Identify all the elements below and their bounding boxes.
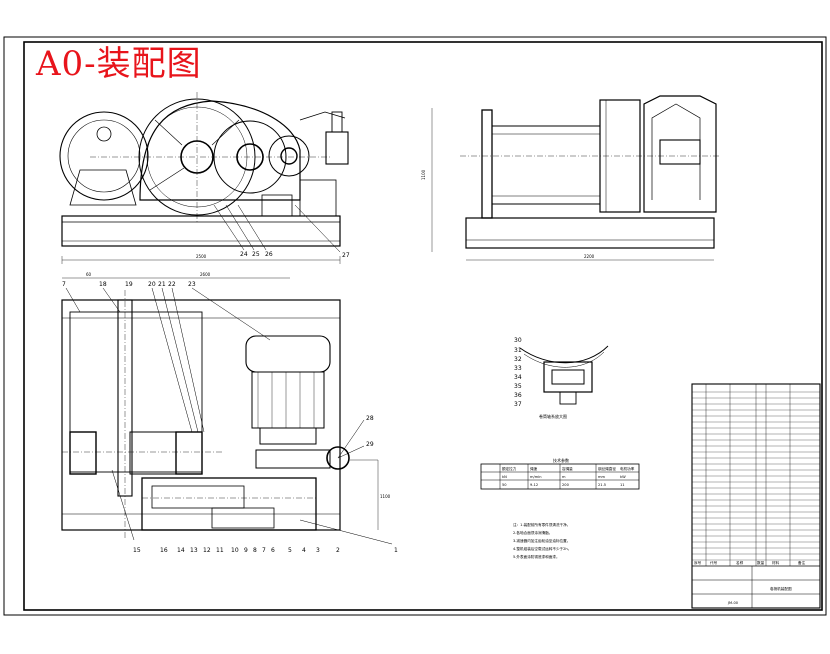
balloon-detail-35: 35 <box>514 383 522 390</box>
tb-col-material: 材料 <box>772 560 780 565</box>
spec-header-2: 容绳量 <box>562 466 573 471</box>
dim-side-width: 2200 <box>584 254 595 259</box>
tb-col-qty: 数量 <box>757 560 765 565</box>
balloon-plan-23: 23 <box>188 281 196 288</box>
spec-header-4: 电机功率 <box>620 466 635 471</box>
balloon-plan-18: 18 <box>99 281 107 288</box>
balloon-plan-7b: 7 <box>262 547 266 554</box>
spec-header-1: 绳速 <box>530 466 538 471</box>
balloon-detail-36: 36 <box>514 392 522 399</box>
balloon-plan-8: 8 <box>253 547 257 554</box>
dim-side-height: 1100 <box>421 169 426 180</box>
note-line-1: 2.各啮合面须涂润滑脂。 <box>513 530 552 535</box>
balloon-detail-37: 37 <box>514 401 522 408</box>
balloon-plan-13: 13 <box>190 547 198 554</box>
note-line-0: 注：1.装配前所有零件须清洗干净。 <box>513 522 570 527</box>
spec-value-3: 21.5 <box>598 483 606 487</box>
tb-col-seq: 序号 <box>694 560 702 565</box>
front-view: 24 25 26 27 2500 <box>59 92 350 264</box>
spec-table: 技术参数 额定拉力 绳速 容绳量 钢丝绳直径 电机功率 kN m/min m m… <box>480 457 640 490</box>
balloon-plan-16: 16 <box>160 547 168 554</box>
balloon-plan-20: 20 <box>148 281 156 288</box>
dim-plan-left: 60 <box>86 272 92 277</box>
plan-view: 60 2600 1100 7 18 19 20 21 22 23 28 29 1… <box>61 272 398 554</box>
balloon-plan-29: 29 <box>366 441 374 448</box>
balloon-plan-7: 7 <box>62 281 66 288</box>
inner-frame <box>23 41 823 611</box>
balloon-plan-19: 19 <box>125 281 133 288</box>
balloon-detail-31: 31 <box>514 347 522 354</box>
balloon-plan-5: 5 <box>288 547 292 554</box>
spec-header-3: 钢丝绳直径 <box>598 466 616 471</box>
sheet-title: A0-装配图 <box>36 44 202 84</box>
note-line-4: 5.外表面涂防锈底漆和面漆。 <box>513 554 560 559</box>
balloon-detail-33: 33 <box>514 365 522 372</box>
balloon-detail-34: 34 <box>514 374 522 381</box>
balloon-plan-22: 22 <box>168 281 176 288</box>
tb-drawing-name: 卷扬机装配图 <box>770 586 792 591</box>
detail-view: 30 31 32 33 34 35 36 37 卷筒轴系放大图 <box>514 337 609 419</box>
balloon-plan-14: 14 <box>177 547 185 554</box>
side-view: 1100 2200 <box>421 95 720 261</box>
balloon-plan-6: 6 <box>271 547 275 554</box>
spec-unit-2: m <box>562 475 566 479</box>
detail-caption: 卷筒轴系放大图 <box>539 413 567 419</box>
balloon-plan-10: 10 <box>231 547 239 554</box>
spec-value-1: 9-12 <box>530 483 538 487</box>
outer-frame <box>3 36 827 616</box>
balloon-detail-30: 30 <box>514 337 522 344</box>
balloon-plan-11: 11 <box>216 547 224 554</box>
spec-unit-4: kW <box>620 475 626 479</box>
tb-col-code: 代号 <box>710 560 718 565</box>
note-line-2: 3.减速器内加注齿轮油至油标位置。 <box>513 538 570 543</box>
balloon-front-25: 25 <box>252 251 260 258</box>
spec-unit-0: kN <box>502 475 507 479</box>
note-line-3: 4.整机组装后空载试运转不少于2h。 <box>513 546 571 551</box>
tb-col-name: 名称 <box>736 560 744 565</box>
tb-col-remark: 备注 <box>798 560 806 565</box>
dim-plan-total: 2600 <box>200 272 211 277</box>
balloon-front-26: 26 <box>265 251 273 258</box>
spec-header-0: 额定拉力 <box>502 466 517 471</box>
balloon-front-24: 24 <box>240 251 248 258</box>
dim-plan-side: 1100 <box>380 494 391 499</box>
balloon-plan-4: 4 <box>302 547 306 554</box>
balloon-detail-32: 32 <box>514 356 522 363</box>
balloon-plan-1: 1 <box>394 547 398 554</box>
balloon-front-27: 27 <box>342 252 350 259</box>
balloon-plan-9: 9 <box>244 547 248 554</box>
balloon-plan-12: 12 <box>203 547 211 554</box>
spec-table-title: 技术参数 <box>553 457 569 463</box>
spec-unit-1: m/min <box>530 475 542 479</box>
spec-unit-3: mm <box>598 475 606 479</box>
balloon-plan-2: 2 <box>336 547 340 554</box>
balloon-plan-28: 28 <box>366 415 374 422</box>
balloon-plan-21: 21 <box>158 281 166 288</box>
title-block: 序号 代号 名称 数量 材料 备注 卷扬机装配图 JM-00 <box>691 383 821 609</box>
spec-value-4: 11 <box>620 483 625 487</box>
technical-notes: 注：1.装配前所有零件须清洗干净。 2.各啮合面须涂润滑脂。 3.减速器内加注齿… <box>513 522 571 559</box>
balloon-plan-3: 3 <box>316 547 320 554</box>
spec-value-2: 200 <box>562 483 570 487</box>
dim-front-width: 2500 <box>196 254 207 259</box>
tb-drawing-no: JM-00 <box>727 601 739 605</box>
spec-value-0: 50 <box>502 483 507 487</box>
balloon-plan-15: 15 <box>133 547 141 554</box>
